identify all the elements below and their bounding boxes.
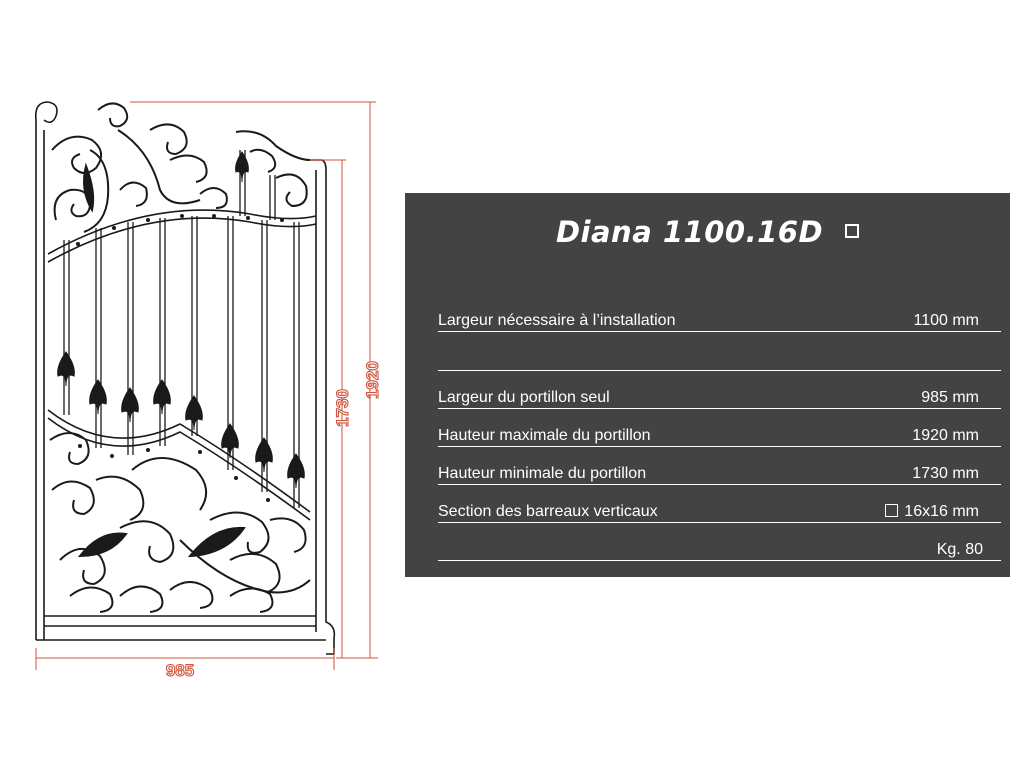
spec-row-install-width: Largeur nécessaire à l’installation 1100… <box>438 307 1001 332</box>
min-height-dimension-label: 1730 <box>333 389 352 427</box>
square-outline-icon <box>845 224 860 238</box>
spec-row-empty <box>438 346 1001 371</box>
gate-outline <box>34 101 336 655</box>
spec-row-weight: Kg. 80 <box>438 536 1001 561</box>
spec-label: Largeur du portillon seul <box>438 389 610 406</box>
spec-value: 16x16 mm <box>885 503 979 521</box>
top-scrollwork <box>51 102 311 233</box>
spec-row-gate-width: Largeur du portillon seul 985 mm <box>438 384 1001 409</box>
spec-value: Kg. 80 <box>936 541 983 558</box>
spec-label: Largeur nécessaire à l’installation <box>438 312 676 329</box>
rail-rivets <box>76 214 284 502</box>
max-height-dimension-label: 1920 <box>363 361 382 399</box>
product-variant: D <box>798 215 824 249</box>
product-name: Diana 1100.16 <box>555 215 799 249</box>
spec-row-bar-section: Section des barreaux verticaux 16x16 mm <box>438 498 1001 523</box>
spec-label: Hauteur minimale du portillon <box>438 465 647 482</box>
spec-label: Hauteur maximale du portillon <box>438 427 651 444</box>
dimension-lines <box>35 101 378 670</box>
spec-value: 985 mm <box>921 389 979 406</box>
spec-panel: Diana 1100.16D Largeur nécessaire à l’in… <box>405 193 1010 577</box>
spec-row-min-height: Hauteur minimale du portillon 1730 mm <box>438 460 1001 485</box>
spec-value: 1730 mm <box>912 465 979 482</box>
spec-value: 1100 mm <box>913 312 979 329</box>
width-dimension-label: 985 <box>166 661 194 680</box>
product-title: Diana 1100.16D <box>405 215 1010 249</box>
spear-finials <box>57 151 305 489</box>
spec-label: Section des barreaux verticaux <box>438 503 658 520</box>
spec-row-max-height: Hauteur maximale du portillon 1920 mm <box>438 422 1001 447</box>
bottom-scrollwork <box>49 432 311 613</box>
spec-value: 1920 mm <box>912 427 979 444</box>
